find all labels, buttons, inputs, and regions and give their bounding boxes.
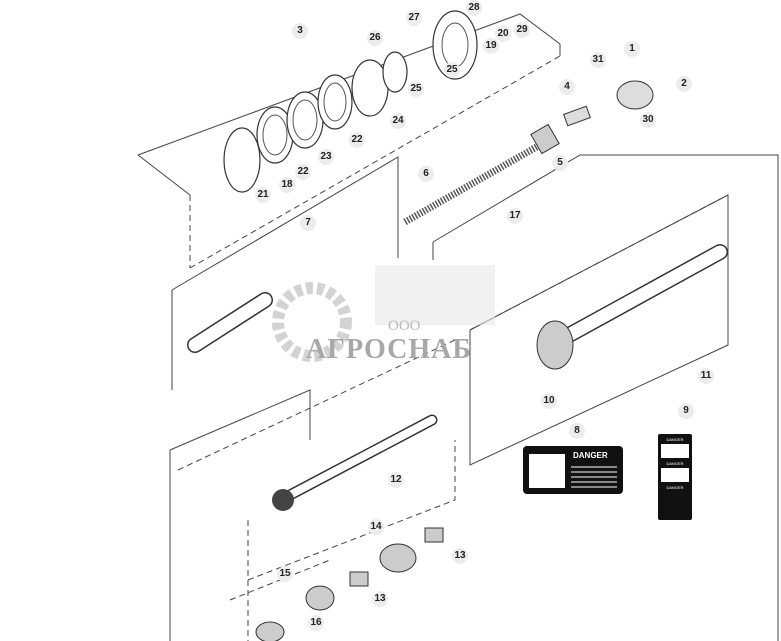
decal-word: DANGER	[666, 485, 684, 490]
callout-17[interactable]: 17	[507, 208, 523, 224]
yoke	[616, 80, 654, 110]
callout-28[interactable]: 28	[466, 0, 482, 16]
callout-14[interactable]: 14	[368, 519, 384, 535]
callout-18[interactable]: 18	[279, 177, 295, 193]
callout-24[interactable]: 24	[390, 113, 406, 129]
callout-16[interactable]: 16	[308, 615, 324, 631]
callout-19[interactable]: 19	[483, 38, 499, 54]
decal-word: DANGER	[666, 461, 684, 466]
callout-15[interactable]: 15	[277, 566, 293, 582]
friction-disc	[223, 127, 261, 193]
callout-23[interactable]: 23	[318, 149, 334, 165]
callout-22[interactable]: 22	[295, 164, 311, 180]
callout-11[interactable]: 11	[698, 368, 714, 384]
callout-13[interactable]: 13	[372, 591, 388, 607]
callout-3[interactable]: 3	[292, 23, 308, 39]
callout-25[interactable]: 25	[444, 62, 460, 78]
watermark-logo: АГРОСНАБ	[306, 334, 472, 365]
callout-4[interactable]: 4	[559, 79, 575, 95]
callout-21[interactable]: 21	[255, 187, 271, 203]
callout-22[interactable]: 22	[349, 132, 365, 148]
warning-pictogram	[529, 454, 565, 488]
callout-5[interactable]: 5	[552, 155, 568, 171]
callout-31[interactable]: 31	[590, 52, 606, 68]
callout-1[interactable]: 1	[624, 41, 640, 57]
flange-plate	[432, 10, 478, 80]
callout-2[interactable]: 2	[676, 76, 692, 92]
callout-20[interactable]: 20	[495, 26, 511, 42]
danger-decal-9: DANGER DANGER DANGER	[658, 434, 692, 520]
callout-25[interactable]: 25	[408, 81, 424, 97]
callout-13[interactable]: 13	[452, 548, 468, 564]
callout-7[interactable]: 7	[300, 215, 316, 231]
danger-decal-8: DANGER	[523, 446, 623, 494]
cv-joint	[379, 543, 417, 573]
inner-shaft-spring	[403, 141, 542, 226]
callout-27[interactable]: 27	[406, 10, 422, 26]
watermark-gear	[272, 282, 352, 362]
callout-30[interactable]: 30	[640, 112, 656, 128]
decal-word: DANGER	[573, 451, 608, 460]
callout-26[interactable]: 26	[367, 30, 383, 46]
callout-29[interactable]: 29	[514, 22, 530, 38]
decal-word: DANGER	[666, 437, 684, 442]
callout-10[interactable]: 10	[541, 393, 557, 409]
callout-12[interactable]: 12	[388, 472, 404, 488]
callout-8[interactable]: 8	[569, 423, 585, 439]
callout-9[interactable]: 9	[678, 403, 694, 419]
watermark-prefix: ООО	[388, 318, 421, 334]
callout-6[interactable]: 6	[418, 166, 434, 182]
